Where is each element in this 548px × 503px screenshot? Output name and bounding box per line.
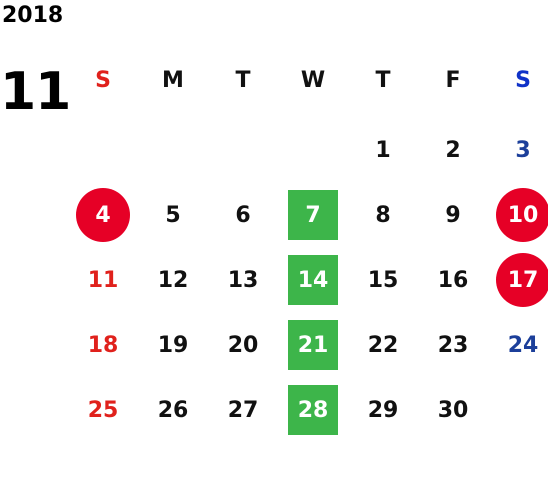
- year-label: 2018: [2, 3, 64, 28]
- day-cell[interactable]: 26: [157, 397, 189, 423]
- day-cell[interactable]: 27: [227, 397, 259, 423]
- day-cell-highlighted-red[interactable]: 10: [488, 185, 548, 245]
- weekday-header-tue: T: [235, 67, 251, 93]
- day-cell-highlighted-red[interactable]: 4: [68, 185, 138, 245]
- day-cell[interactable]: 25: [87, 397, 119, 423]
- day-cell[interactable]: 12: [157, 267, 189, 293]
- day-cell[interactable]: 24: [507, 332, 539, 358]
- day-cell-highlighted-red[interactable]: 17: [488, 250, 548, 310]
- month-label: 11: [0, 62, 71, 122]
- weekday-header-sun: S: [95, 67, 111, 93]
- day-cell[interactable]: 2: [445, 137, 461, 163]
- day-cell-highlighted-green[interactable]: 14: [278, 250, 348, 310]
- weekday-header-thu: T: [375, 67, 391, 93]
- day-cell-highlighted-green[interactable]: 21: [278, 315, 348, 375]
- weekday-header-sat: S: [515, 67, 531, 93]
- day-cell[interactable]: 6: [235, 202, 251, 228]
- weekday-header-wed: W: [300, 67, 326, 93]
- day-cell[interactable]: 20: [227, 332, 259, 358]
- day-cell[interactable]: 30: [437, 397, 469, 423]
- day-cell[interactable]: 22: [367, 332, 399, 358]
- day-cell[interactable]: 13: [227, 267, 259, 293]
- weekday-header-fri: F: [445, 67, 461, 93]
- day-cell-highlighted-green[interactable]: 28: [278, 380, 348, 440]
- day-cell[interactable]: 29: [367, 397, 399, 423]
- day-cell[interactable]: 3: [515, 137, 531, 163]
- day-cell[interactable]: 8: [375, 202, 391, 228]
- day-cell[interactable]: 18: [87, 332, 119, 358]
- weekday-header-mon: M: [162, 67, 184, 93]
- day-cell[interactable]: 19: [157, 332, 189, 358]
- day-cell[interactable]: 1: [375, 137, 391, 163]
- day-cell[interactable]: 5: [165, 202, 181, 228]
- day-cell[interactable]: 23: [437, 332, 469, 358]
- day-cell[interactable]: 15: [367, 267, 399, 293]
- day-cell[interactable]: 9: [445, 202, 461, 228]
- day-cell-highlighted-green[interactable]: 7: [278, 185, 348, 245]
- day-cell[interactable]: 11: [87, 267, 119, 293]
- day-cell[interactable]: 16: [437, 267, 469, 293]
